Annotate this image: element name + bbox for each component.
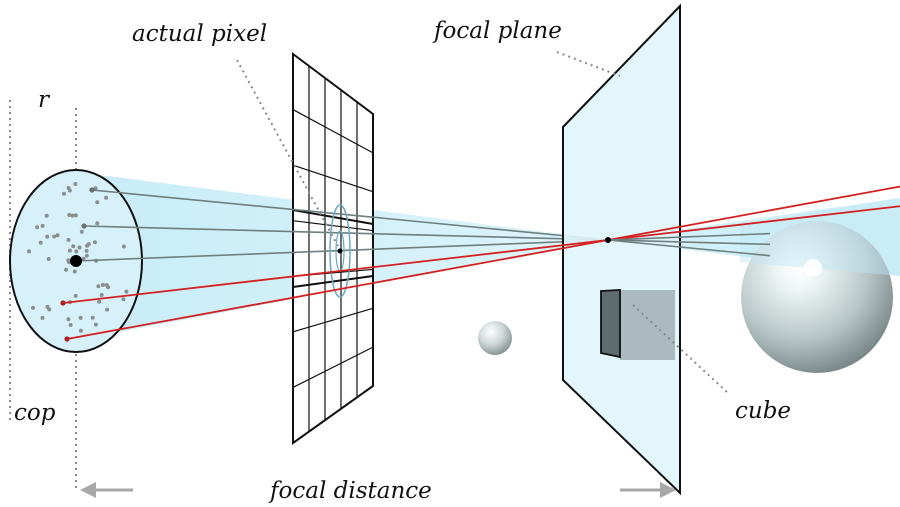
aperture-sample-dot	[95, 200, 100, 205]
grid-row-line	[292, 307, 374, 333]
aperture-sample-dot	[45, 304, 50, 309]
red-ray-origin-dot	[60, 300, 66, 306]
red-ray-origin-dot	[64, 336, 70, 342]
gray-rays-far	[607, 232, 771, 257]
cube-side-face	[600, 289, 621, 359]
small-sphere	[478, 321, 512, 355]
aperture-sample-dot	[121, 297, 126, 302]
grid-row-line	[292, 220, 374, 232]
aperture-sample-dot	[40, 315, 45, 320]
image-plane	[292, 52, 374, 445]
label-actual-pixel: actual pixel	[132, 21, 267, 47]
aperture-sample-dot	[31, 305, 35, 310]
aperture-sample-dot	[124, 289, 129, 294]
gray-ray-extension	[607, 232, 771, 241]
aperture-sample-dot	[27, 249, 31, 254]
label-r: r	[38, 87, 51, 113]
red-rays	[60, 185, 900, 342]
aperture-sample-dot	[90, 315, 95, 320]
gray-ray-extension	[607, 239, 771, 257]
ray-origin-dot	[89, 187, 95, 193]
image-plane-frame	[292, 52, 374, 445]
focal-distance-arrow-right	[620, 482, 676, 498]
aperture-sample-dot	[105, 307, 110, 312]
aperture-sample-dot	[71, 244, 76, 249]
aperture-sample-dot	[66, 317, 71, 322]
label-cop: cop	[14, 400, 56, 426]
aperture-sample-dot	[81, 256, 86, 261]
pixel-point	[337, 248, 343, 254]
aperture-sample-dot	[72, 269, 77, 274]
focal-point	[605, 237, 611, 243]
aperture-sample-dot	[73, 213, 78, 218]
aperture-sample-dot	[104, 283, 109, 288]
grid-row-line	[292, 346, 374, 388]
aperture-sample-dot	[52, 234, 57, 239]
aperture-sample-dot	[68, 323, 73, 327]
aperture-sample-dot	[67, 213, 72, 217]
focal-plane-leader	[556, 51, 621, 77]
aperture-sample-dot	[73, 182, 78, 186]
aperture-sample-dot	[104, 195, 109, 200]
gray-ray	[83, 225, 609, 241]
sphere-highlight	[804, 259, 822, 277]
aperture-sample-dot	[66, 186, 71, 190]
aperture-sample-dot	[45, 234, 50, 239]
gray-ray-extension	[607, 239, 771, 246]
aperture-sample-dot	[38, 240, 43, 245]
cube-front-face	[620, 290, 675, 360]
pixel-footprint-outer	[329, 204, 351, 298]
aperture-sample-dot	[79, 229, 84, 234]
aperture-sample-dot	[74, 249, 79, 254]
aperture-sample-dot	[62, 191, 66, 196]
aperture-sample-dot	[99, 293, 104, 297]
aperture-sample-dot	[64, 267, 68, 272]
label-cube: cube	[735, 398, 791, 424]
aperture-sample-dot	[46, 257, 51, 261]
ray-origin-dot	[81, 223, 87, 229]
aperture-samples	[27, 182, 129, 333]
aperture-sample-dot	[78, 315, 83, 320]
aperture-sample-dot	[66, 258, 71, 263]
aperture-sample-dot	[73, 293, 78, 298]
aperture-sample-dot	[84, 253, 89, 258]
aperture-sample-dot	[100, 282, 105, 287]
red-ray	[62, 205, 900, 304]
aperture-sample-dot	[92, 240, 97, 245]
grid-row-line	[292, 164, 374, 193]
aperture-sample-dot	[35, 225, 40, 230]
aperture-sample-dot	[77, 245, 82, 250]
aperture-sample-dot	[84, 248, 89, 253]
aperture-sample-dot	[96, 284, 101, 289]
aperture-sample-dot	[44, 213, 49, 218]
focal-distance-arrow-left	[80, 482, 133, 498]
grid-row-line	[292, 109, 374, 154]
label-focal-plane: focal plane	[432, 18, 562, 44]
aperture-sample-dot	[93, 186, 98, 191]
aperture-sample-dot	[55, 233, 60, 238]
aperture-sample-dot	[70, 213, 75, 218]
label-focal-distance: focal distance	[268, 478, 432, 504]
red-ray	[66, 185, 900, 340]
aperture-sample-dot	[93, 322, 98, 327]
aperture-sample-dot	[66, 237, 71, 242]
aperture-sample-dot	[40, 223, 45, 228]
aperture-sample-dot	[86, 242, 91, 247]
cube	[600, 289, 675, 360]
aperture-sample-dot	[95, 221, 100, 226]
light-cone-over-sphere	[740, 198, 900, 276]
large-sphere	[741, 221, 893, 373]
focal-plane	[562, 3, 681, 496]
aperture-sample-dot	[78, 328, 83, 333]
gray-ray	[91, 189, 609, 241]
aperture-sample-dot	[97, 299, 102, 304]
aperture-sample-dot	[121, 244, 126, 249]
center-of-projection-point	[70, 255, 82, 267]
aperture-sample-dot	[67, 248, 72, 253]
